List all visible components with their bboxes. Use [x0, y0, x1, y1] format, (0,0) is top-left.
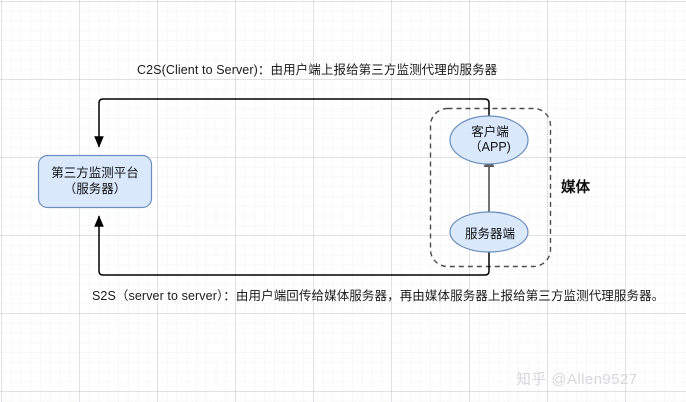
node-client[interactable]: 客户端 （APP) [442, 116, 538, 164]
connector-c2s [94, 98, 490, 148]
node-server[interactable]: 服务器端 [442, 212, 538, 252]
node-server-line1: 服务器端 [464, 226, 515, 241]
node-client-line2: （APP) [469, 140, 511, 154]
c2s-description: C2S(Client to Server)：由用户端上报给第三方监测代理的服务器 [137, 63, 498, 77]
connector-s2s [94, 215, 490, 276]
node-platform[interactable]: 第三方监测平台 （服务器） [38, 155, 152, 208]
s2s-description: S2S（server to server）：由用户端回传给媒体服务器，再由媒体服… [92, 289, 665, 303]
node-platform-line1: 第三方监测平台 [51, 166, 139, 181]
node-client-line1: 客户端 [471, 125, 509, 139]
watermark: 知乎 @Allen9527 [516, 371, 638, 388]
media-group-label: 媒体 [561, 180, 590, 196]
node-platform-line2: （服务器） [63, 181, 127, 196]
